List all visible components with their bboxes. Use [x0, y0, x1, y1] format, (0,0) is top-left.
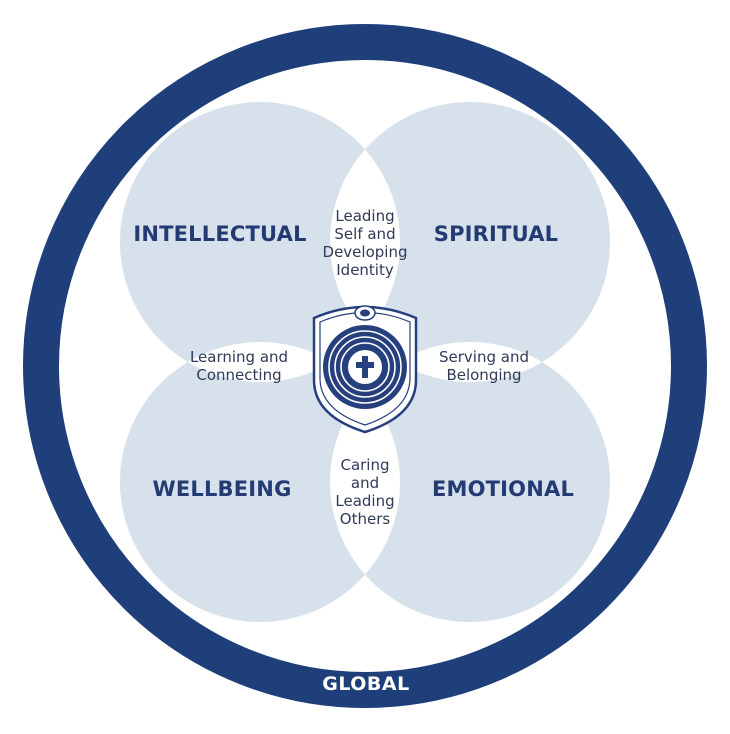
overlap-right-line-1: Serving and [439, 348, 529, 366]
overlap-right-line-2: Belonging [446, 366, 522, 384]
overlap-left-line-2: Connecting [196, 366, 282, 384]
overlap-label-top: Leading Self and Developing Identity [323, 207, 408, 279]
overlap-bottom-line-1: Caring [340, 456, 390, 474]
overlap-left-line-1: Learning and [189, 348, 289, 366]
domain-label-emotional: EMOTIONAL [431, 477, 575, 501]
overlap-top-line-1: Leading [335, 207, 395, 225]
overlap-label-right: Serving and Belonging [439, 348, 529, 384]
domain-label-intellectual: INTELLECTUAL [133, 222, 307, 246]
overlap-top-line-4: Identity [336, 261, 394, 279]
overlap-top-line-3: Developing [322, 243, 408, 261]
overlap-bottom-line-3: Leading [335, 492, 395, 510]
overlap-bottom-line-2: and [350, 474, 380, 492]
ring-label-global: GLOBAL [322, 673, 410, 695]
domain-label-wellbeing: WELLBEING [152, 477, 292, 501]
overlap-label-bottom: Caring and Leading Others [335, 456, 394, 528]
outer-ring [23, 24, 707, 708]
overlap-top-line-2: Self and [334, 225, 396, 243]
overlap-bottom-line-4: Others [339, 510, 391, 528]
school-crest-icon [312, 305, 418, 434]
overlap-label-left: Learning and Connecting [190, 348, 288, 384]
domain-label-spiritual: SPIRITUAL [433, 222, 559, 246]
